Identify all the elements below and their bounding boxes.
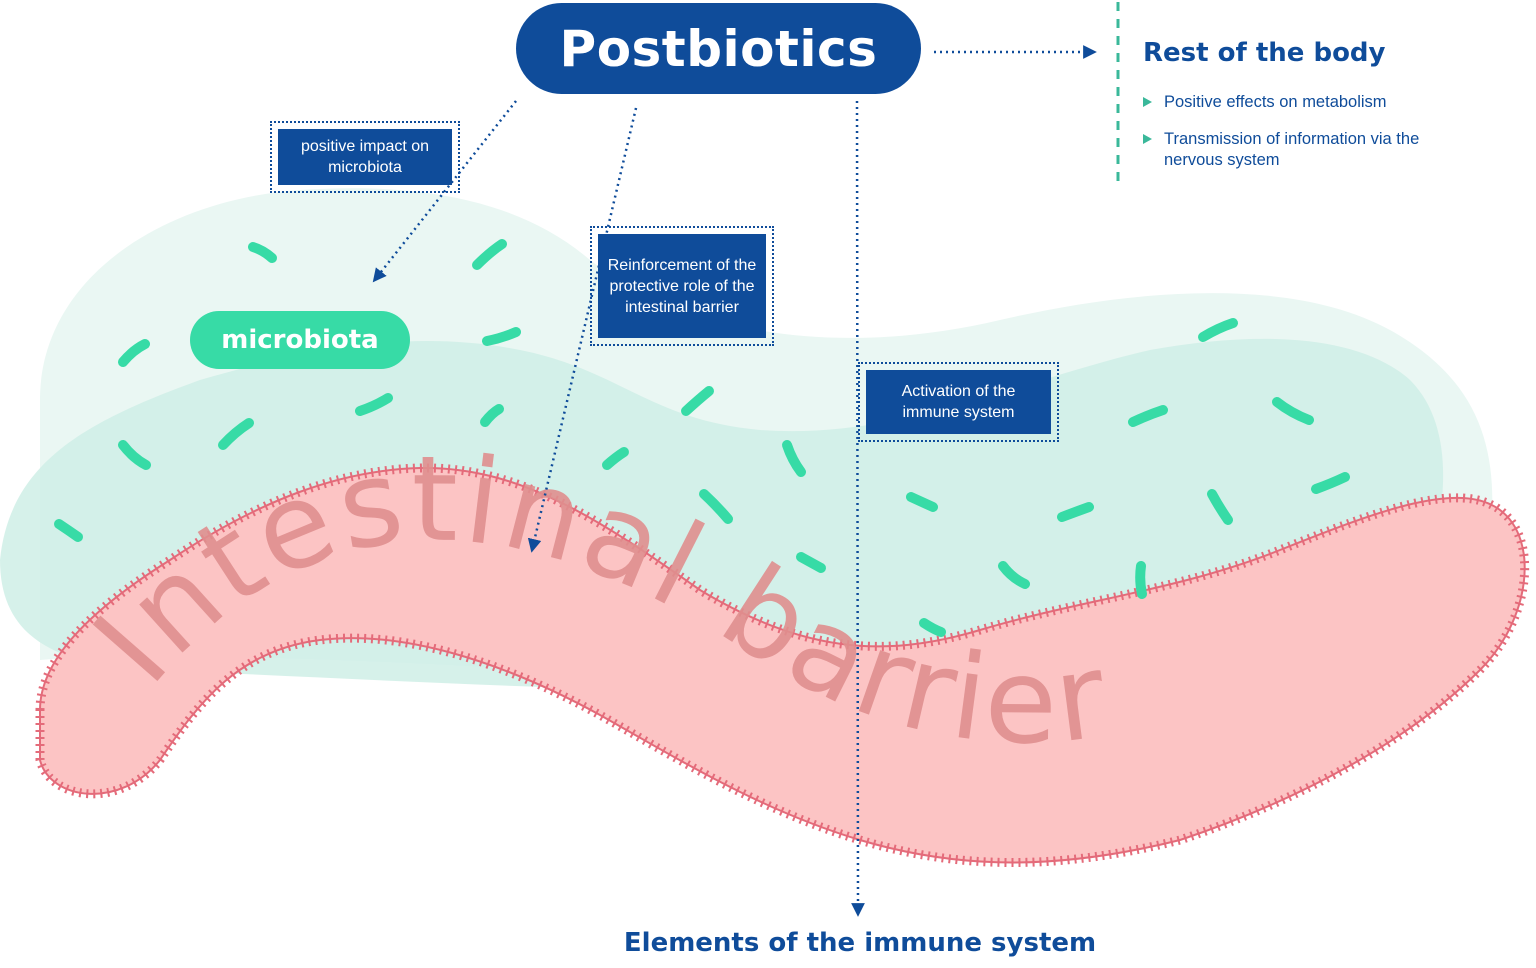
bacteria-icon (1135, 561, 1147, 599)
rest-of-body-list: Positive effects on metabolism Transmiss… (1143, 92, 1473, 187)
dotted-arrow-icon (372, 100, 517, 283)
bacteria-icon (118, 339, 150, 367)
bacteria-icon (218, 418, 254, 450)
bacteria-icon (681, 386, 714, 416)
bacteria-icon (906, 492, 938, 512)
annotation-impact-box: positive impact on microbiota (270, 121, 460, 193)
immune-elements-label: Elements of the immune system (623, 928, 1097, 958)
bacteria-icon (472, 239, 507, 270)
intestinal-barrier-outline (39, 466, 1526, 864)
bacteria-icon (1272, 397, 1314, 425)
rest-of-body-item: Positive effects on metabolism (1143, 92, 1473, 113)
bacteria-icon (1207, 489, 1233, 525)
triangle-bullet-icon (1143, 97, 1152, 107)
bacteria-icon (782, 440, 806, 477)
bacteria-icon (355, 393, 393, 416)
annotation-immune-text: Activation of the immune system (866, 370, 1051, 434)
bacteria-icon (602, 447, 629, 470)
rest-of-body-item: Transmission of information via the nerv… (1143, 129, 1473, 171)
bacteria-icon (699, 489, 733, 524)
annotation-impact-text: positive impact on microbiota (278, 129, 452, 185)
bacteria-icon (1311, 472, 1350, 494)
bacteria-group (54, 239, 1350, 637)
annotation-barrier-text: Reinforcement of the protective role of … (598, 234, 766, 338)
rest-of-body-item-text: Positive effects on metabolism (1164, 93, 1387, 111)
triangle-bullet-icon (1143, 134, 1152, 144)
arrows-group (372, 45, 1097, 917)
bacteria-icon (1057, 502, 1094, 522)
bacteria-icon (796, 552, 826, 573)
postbiotics-title: Postbiotics (516, 3, 921, 94)
bacteria-icon (482, 327, 521, 346)
bacteria-icon (998, 561, 1030, 589)
bacteria-icon (54, 519, 83, 542)
annotation-barrier-box: Reinforcement of the protective role of … (590, 226, 774, 346)
bacteria-icon (1128, 405, 1168, 427)
rest-of-body-title: Rest of the body (1143, 38, 1386, 68)
intestinal-barrier-fill (35, 463, 1530, 867)
bacteria-icon (118, 440, 151, 470)
bacteria-icon (248, 242, 277, 263)
bacteria-icon (919, 618, 946, 637)
rest-of-body-item-text: Transmission of information via the nerv… (1164, 130, 1420, 169)
bacteria-icon (1198, 318, 1238, 342)
microbiota-label: microbiota (190, 311, 410, 369)
bacteria-icon (480, 404, 504, 427)
annotation-immune-box: Activation of the immune system (858, 362, 1059, 442)
